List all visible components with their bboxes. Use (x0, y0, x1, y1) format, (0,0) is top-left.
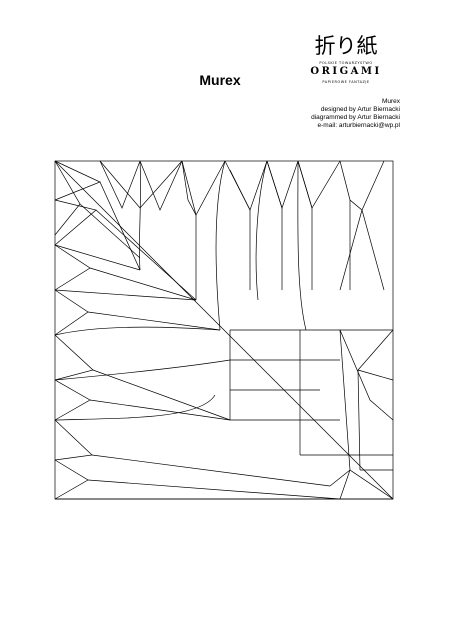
credit-email: e-mail: arturbiernacki@wp.pl (317, 122, 400, 129)
left-flaps (54, 160, 341, 500)
vertical-creases (229, 330, 301, 455)
logo-subtitle-bottom: PAPIEROWE FANTAZJE (322, 80, 370, 84)
credits-block: Murex designed by Artur Biernacki diagra… (311, 98, 400, 130)
logo-kanji: 折り紙 (314, 34, 378, 58)
credit-designer: designed by Artur Biernacki (320, 106, 400, 113)
credit-model-name: Murex (381, 98, 400, 105)
horizontal-creases (54, 289, 393, 500)
curved-creases-horizontal (54, 326, 231, 421)
origami-society-logo: 折り紙 POLSKIE TOWARZYSTWO ORIGAMI PAPIEROW… (300, 34, 392, 98)
logo-subtitle-top: POLSKIE TOWARZYSTWO (319, 61, 373, 65)
credit-diagrammer: diagrammed by Artur Biernacki (311, 114, 400, 121)
main-diagonal-crease (54, 160, 394, 500)
top-flaps (99, 160, 385, 300)
logo-wordmark: ORIGAMI (310, 66, 382, 77)
right-flaps (329, 329, 394, 500)
diagram-title: Murex (199, 72, 241, 88)
curved-creases-vertical (139, 160, 307, 331)
